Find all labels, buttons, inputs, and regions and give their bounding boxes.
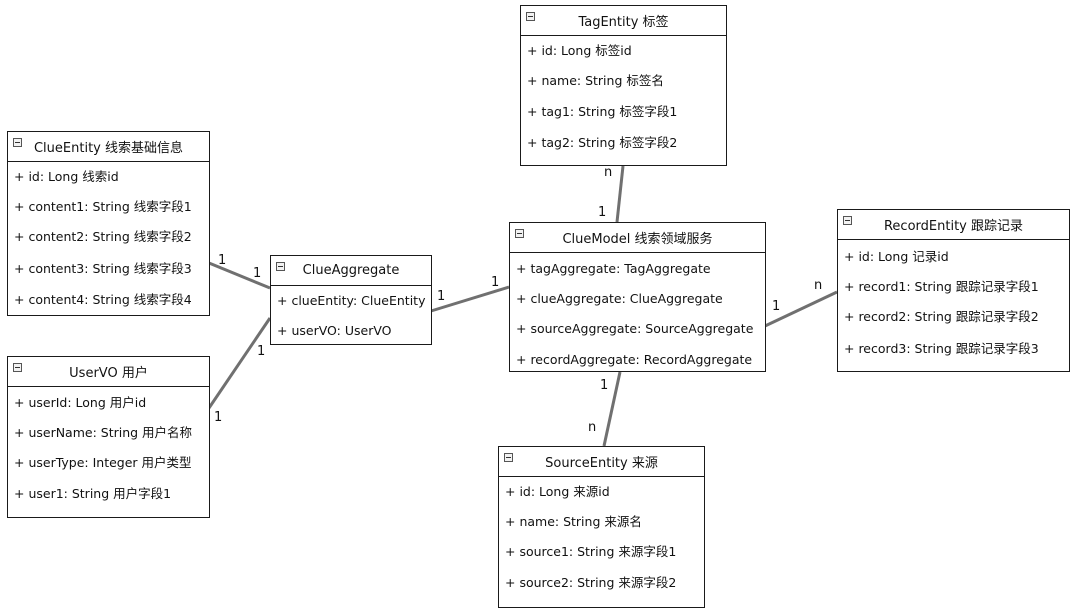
tag-entity-class[interactable]: TagEntity 标签 + id: Long 标签id + name: Str… — [520, 5, 727, 166]
multiplicity-label: 1 — [253, 266, 262, 281]
collapse-icon[interactable] — [843, 216, 852, 225]
multiplicity-label: 1 — [491, 275, 500, 290]
attribute: + user1: String 用户字段1 — [14, 486, 172, 501]
class-name: RecordEntity 跟踪记录 — [883, 219, 1023, 234]
class-header: UserVO 用户 — [8, 357, 209, 387]
attribute: + userName: String 用户名称 — [14, 425, 193, 440]
attribute: + userId: Long 用户id — [14, 395, 147, 410]
attribute: + record3: String 跟踪记录字段3 — [844, 341, 1039, 356]
attribute: + name: String 来源名 — [505, 514, 642, 529]
class-header: SourceEntity 来源 — [499, 447, 704, 477]
attribute: + sourceAggregate: SourceAggregate — [516, 321, 754, 336]
attribute: + clueAggregate: ClueAggregate — [516, 291, 723, 306]
collapse-icon[interactable] — [504, 453, 513, 462]
user-vo-class[interactable]: UserVO 用户 + userId: Long 用户id + userName… — [7, 356, 210, 518]
collapse-icon[interactable] — [276, 262, 285, 271]
attribute: + name: String 标签名 — [527, 73, 664, 88]
collapse-icon[interactable] — [515, 229, 524, 238]
class-header: ClueModel 线索领域服务 — [510, 223, 765, 253]
attribute: + content1: String 线索字段1 — [14, 199, 192, 214]
class-header: ClueAggregate — [271, 256, 431, 286]
clue-model-class[interactable]: ClueModel 线索领域服务 + tagAggregate: TagAggr… — [509, 222, 766, 372]
attribute: + tag1: String 标签字段1 — [527, 104, 678, 119]
association-tag-model — [615, 165, 625, 223]
attribute: + tagAggregate: TagAggregate — [516, 261, 711, 276]
collapse-icon[interactable] — [526, 12, 535, 21]
class-name: UserVO 用户 — [69, 366, 148, 381]
attribute: + id: Long 记录id — [844, 249, 949, 264]
multiplicity-label: 1 — [598, 205, 607, 220]
attribute: + record1: String 跟踪记录字段1 — [844, 279, 1039, 294]
multiplicity-label: 1 — [437, 289, 446, 304]
attribute: + tag2: String 标签字段2 — [527, 135, 678, 150]
multiplicity-label: 1 — [214, 410, 223, 425]
multiplicity-label: 1 — [772, 299, 781, 314]
attribute: + source1: String 来源字段1 — [505, 544, 677, 559]
attribute: + userVO: UserVO — [277, 323, 392, 338]
collapse-icon[interactable] — [13, 363, 22, 372]
attribute: + recordAggregate: RecordAggregate — [516, 352, 753, 367]
multiplicity-label: n — [604, 165, 613, 180]
class-name: SourceEntity 来源 — [545, 456, 658, 471]
multiplicity-label: n — [588, 420, 597, 435]
class-name: ClueModel 线索领域服务 — [562, 232, 713, 247]
class-name: TagEntity 标签 — [578, 15, 669, 30]
association-model-record — [764, 290, 838, 328]
class-header: TagEntity 标签 — [521, 6, 726, 36]
multiplicity-label: 1 — [218, 253, 227, 268]
class-header: ClueEntity 线索基础信息 — [8, 132, 209, 162]
attribute: + content4: String 线索字段4 — [14, 292, 192, 307]
attribute: + clueEntity: ClueEntity — [277, 293, 426, 308]
attribute: + userType: Integer 用户类型 — [14, 455, 192, 470]
multiplicity-label: 1 — [257, 344, 266, 359]
class-header: RecordEntity 跟踪记录 — [838, 210, 1069, 240]
attribute: + record2: String 跟踪记录字段2 — [844, 309, 1039, 324]
multiplicity-label: 1 — [600, 378, 609, 393]
clue-entity-class[interactable]: ClueEntity 线索基础信息 + id: Long 线索id + cont… — [7, 131, 210, 316]
association-clue-entity-aggregate — [208, 261, 271, 290]
attribute: + id: Long 来源id — [505, 484, 610, 499]
association-aggregate-model — [430, 285, 510, 313]
record-entity-class[interactable]: RecordEntity 跟踪记录 + id: Long 记录id + reco… — [837, 209, 1070, 372]
attribute: + source2: String 来源字段2 — [505, 575, 677, 590]
source-entity-class[interactable]: SourceEntity 来源 + id: Long 来源id + name: … — [498, 446, 705, 608]
clue-aggregate-class[interactable]: ClueAggregate + clueEntity: ClueEntity +… — [270, 255, 432, 345]
association-model-source — [602, 371, 622, 447]
multiplicity-label: n — [814, 278, 823, 293]
class-name: ClueAggregate — [302, 263, 400, 278]
attribute: + content3: String 线索字段3 — [14, 261, 192, 276]
attribute: + content2: String 线索字段2 — [14, 229, 192, 244]
collapse-icon[interactable] — [13, 138, 22, 147]
association-user-aggregate — [207, 317, 272, 409]
class-name: ClueEntity 线索基础信息 — [33, 141, 183, 156]
attribute: + id: Long 线索id — [14, 169, 119, 184]
attribute: + id: Long 标签id — [527, 43, 632, 58]
